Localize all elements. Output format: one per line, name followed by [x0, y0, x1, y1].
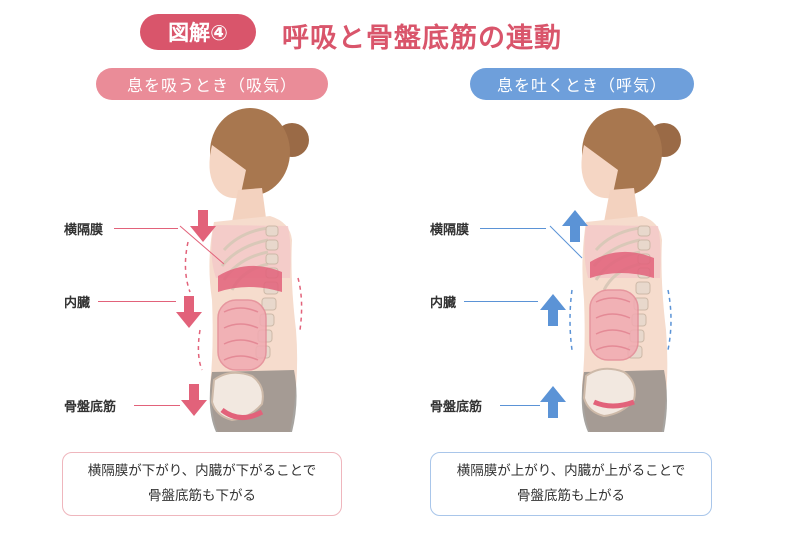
label-pelvic-floor-exhale: 骨盤底筋: [430, 400, 483, 415]
diaphragm-pointer: [549, 225, 583, 259]
face: [209, 145, 246, 199]
leader-diaphragm-exhale: [480, 228, 546, 229]
exhale-caption: 横隔膜が上がり、内臓が上がることで 骨盤底筋も上がる: [430, 452, 712, 516]
figure-badge: 図解④: [140, 14, 256, 50]
neck: [604, 188, 638, 222]
page-title: 呼吸と骨盤底筋の連動: [282, 23, 562, 54]
inhale-caption-line1: 横隔膜が下がり、内臓が下がることで: [87, 463, 317, 479]
diaphragm-shape: [590, 251, 654, 278]
exhale-caption-line1: 横隔膜が上がり、内臓が上がることで: [456, 463, 686, 479]
header: 図解④ 呼吸と骨盤底筋の連動: [0, 10, 800, 54]
leader-diaphragm-inhale: [114, 228, 178, 229]
down-arrow-diaphragm: [190, 210, 216, 242]
label-diaphragm-exhale: 横隔膜: [430, 223, 470, 238]
leader-viscera-inhale: [98, 301, 176, 302]
pelvic-floor-shape: [220, 407, 264, 420]
label-diaphragm-inhale: 横隔膜: [64, 223, 104, 238]
up-arrow-viscera: [540, 294, 566, 326]
inhale-arrows: [176, 210, 216, 416]
leader-viscera-exhale: [464, 301, 538, 302]
expansion-lines: [184, 241, 303, 371]
intestines: [589, 289, 639, 361]
label-pelvic-floor-inhale: 骨盤底筋: [64, 400, 117, 415]
down-arrow-pelvic-floor: [181, 384, 207, 416]
inhale-illustration: [176, 108, 309, 432]
leader-pelvic-floor-exhale: [500, 405, 540, 406]
torso-figure: [179, 108, 309, 432]
label-viscera-exhale: 内臓: [430, 296, 457, 311]
exhale-arrows: [540, 210, 588, 418]
pelvic-floor-shape: [592, 399, 635, 409]
diaphragm-shape: [218, 265, 282, 292]
label-viscera-inhale: 内臓: [64, 296, 91, 311]
top-garment: [211, 225, 291, 278]
torso-figure: [549, 108, 681, 432]
up-arrow-diaphragm: [562, 210, 588, 242]
inhale-caption-line2: 骨盤底筋も下がる: [148, 488, 256, 504]
face: [581, 145, 618, 199]
exhale-caption-line2: 骨盤底筋も上がる: [517, 488, 625, 504]
down-arrow-viscera: [176, 296, 202, 328]
up-arrow-pelvic-floor: [540, 386, 566, 418]
pelvis-bone: [210, 371, 264, 422]
exhale-illustration: [540, 108, 681, 432]
inhale-heading: 息を吸うとき（吸気）: [96, 68, 328, 100]
diaphragm-pointer: [179, 225, 225, 265]
exhale-heading: 息を吐くとき（呼気）: [470, 68, 694, 100]
neck: [232, 188, 266, 222]
intestines: [217, 299, 267, 371]
leader-pelvic-floor-inhale: [134, 405, 180, 406]
inhale-caption: 横隔膜が下がり、内臓が下がることで 骨盤底筋も下がる: [62, 452, 342, 516]
